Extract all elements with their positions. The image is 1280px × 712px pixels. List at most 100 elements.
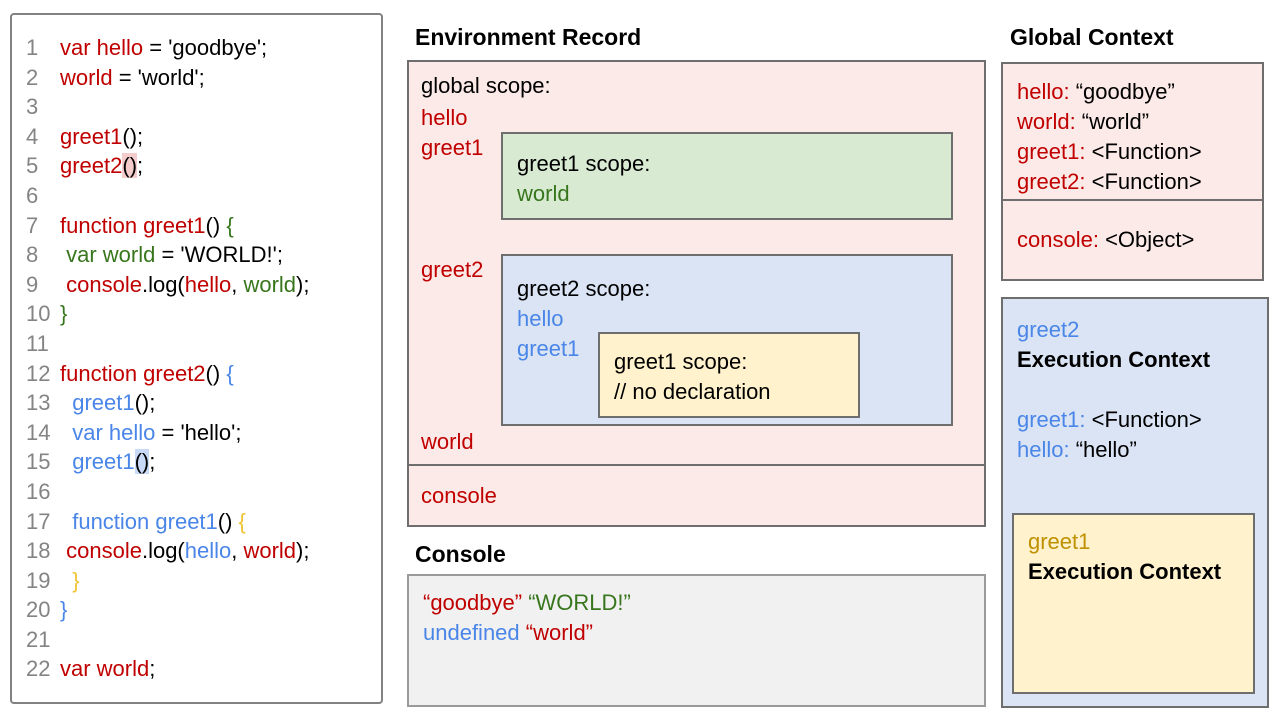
greet2-scope-var-hello: hello [517,306,564,331]
line-number: 14 [26,419,51,445]
entry-key: hello: [1017,79,1070,104]
code-text: var hello = 'hello'; [60,418,241,448]
code-token: “world” [525,620,594,645]
code-token: ; [137,153,144,179]
entry-key: greet1: [1017,407,1086,432]
global-var-console: console [421,483,497,508]
global-scope-section: global scope: hello greet1 greet1 scope:… [409,62,984,466]
code-token: function greet1 [60,212,206,238]
code-line: 5 greet2(); [12,151,381,181]
code-token: , [231,271,244,297]
code-text: world = 'world'; [60,63,205,93]
gc-console-value: <Object> [1098,227,1195,252]
console-output-box: “goodbye” “WORLD!”undefined “world” [407,574,986,707]
code-token: = 'goodbye'; [143,35,268,60]
console-title: Console [415,541,506,567]
global-context-box: hello: “goodbye”world: “world”greet1: <F… [1001,62,1264,281]
entry-value: “goodbye” [1069,79,1175,104]
code-line: 20} [12,595,381,625]
code-token: ; [149,656,156,682]
code-token: greet2 [60,153,123,179]
code-line: 9 console.log(hello, world); [12,270,381,300]
line-number: 3 [26,94,39,120]
code-text: var world; [60,654,155,684]
entry-key: greet1: [1017,139,1086,164]
code-token: () [217,508,239,534]
line-number: 11 [26,330,49,356]
code-line: 2 world = 'world'; [12,63,381,93]
code-token: { [226,360,234,386]
code-line: 17 function greet1() { [12,507,381,537]
code-token: = 'hello'; [155,419,242,445]
code-line: 3 [12,92,381,122]
code-token: greet1 [60,390,135,416]
entry-key: world: [1017,109,1076,134]
line-number: 9 [26,271,39,297]
code-token: () [205,212,227,238]
line-number: 13 [26,390,51,416]
global-var-world: world [421,429,474,454]
code-line: 6 [12,181,381,211]
environment-record-title: Environment Record [415,24,642,50]
entry-key: hello: [1017,437,1070,462]
environment-record-box: global scope: hello greet1 greet1 scope:… [407,60,986,527]
code-token: .log( [141,538,185,564]
code-token: var world [60,656,150,682]
code-text: var world = 'WORLD!'; [60,240,283,270]
entry-value: <Function> [1085,407,1202,432]
ec-inner-title: Execution Context [1028,559,1222,584]
code-token: } [60,597,68,623]
greet2-scope-title: greet2 scope: [517,276,651,301]
code-token: “WORLD!” [528,590,631,615]
code-token: function greet1 [60,508,218,534]
code-token: } [60,301,68,327]
line-number: 5 [26,153,39,179]
code-line: 13 greet1(); [12,388,381,418]
code-token: world [60,64,113,90]
code-line: 21 [12,625,381,655]
code-token: = 'WORLD!'; [155,242,283,268]
greet1-scope-box: greet1 scope: world [501,132,953,220]
code-token: (); [122,123,144,149]
code-token: .log( [141,271,185,297]
code-token: ); [296,271,310,297]
code-token: greet1 [60,449,135,475]
ec-inner-name: greet1 [1028,529,1091,554]
code-token: hello [184,538,232,564]
ec-name: greet2 [1017,317,1080,342]
context-entry: hello: “hello” [1017,435,1253,465]
line-number: 2 [26,64,39,90]
line-number: 19 [26,567,51,593]
entry-value: “hello” [1069,437,1137,462]
code-token: greet1 [60,123,123,149]
context-entry: hello: “goodbye” [1017,77,1248,107]
greet2-execution-context-box: greet2 Execution Context greet1: <Functi… [1001,297,1269,708]
code-text: var hello = 'goodbye'; [60,33,267,63]
line-number: 18 [26,538,51,564]
greet2-scope-box: greet2 scope: hello greet1 greet1 scope:… [501,254,953,426]
gc-entries: hello: “goodbye”world: “world”greet1: <F… [1003,64,1262,201]
code-token: () [205,360,227,386]
code-token: console [60,538,142,564]
code-text: console.log(hello, world); [60,536,309,566]
code-text: function greet1() { [60,507,246,537]
line-number: 21 [26,626,51,652]
greet1-scope-title: greet1 scope: [517,151,651,176]
code-line: 8 var world = 'WORLD!'; [12,240,381,270]
code-token: “goodbye” [423,590,523,615]
code-token: () [122,153,138,179]
context-entry: greet2: <Function> [1017,167,1248,197]
context-entry: world: “world” [1017,107,1248,137]
code-token: } [60,567,80,593]
code-line: 19 } [12,566,381,596]
code-token: (); [134,390,156,416]
code-token: var hello [60,419,156,445]
code-text: } [60,299,67,329]
ec-title: Execution Context [1017,347,1211,372]
